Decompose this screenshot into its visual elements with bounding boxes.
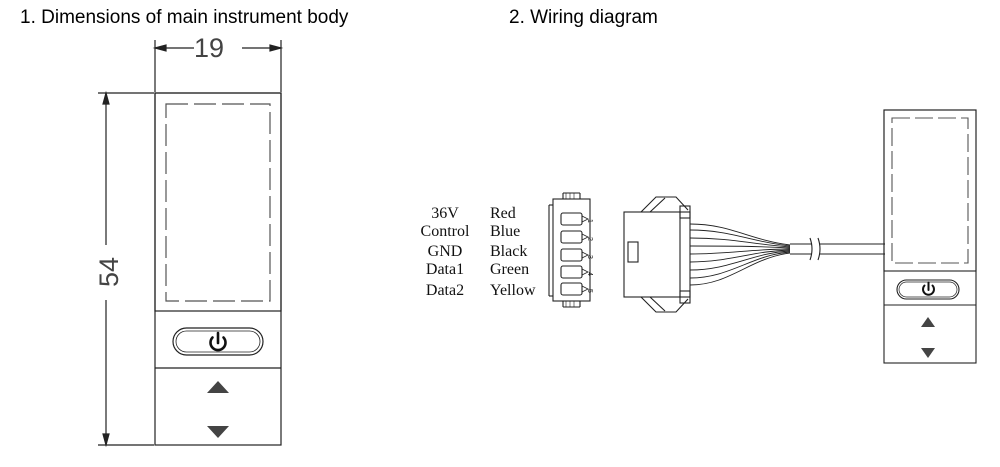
pin-number: 2 (586, 237, 593, 241)
wire-color-label: Red (490, 205, 516, 222)
signal-labels: 36V Control GND Data1 Data2 (421, 205, 470, 299)
instrument-body-front-view (154, 92, 282, 446)
wiring-heading: 2. Wiring diagram (509, 7, 658, 28)
dimensions-heading: 1. Dimensions of main instrument body (20, 7, 349, 28)
height-dimension-label: 54 (94, 257, 124, 287)
signal-label: Data1 (426, 261, 464, 278)
connector-plug (623, 196, 691, 313)
signal-label: GND (428, 243, 463, 260)
pin-numbers: 1 2 3 4 5 (586, 219, 593, 293)
power-button-outline (172, 327, 264, 356)
height-dimension (98, 90, 154, 448)
wire-color-label: Black (490, 243, 527, 260)
down-arrow-icon (207, 426, 229, 438)
down-arrow-icon-small (921, 348, 935, 358)
up-arrow-icon-small (921, 317, 935, 327)
instrument-body-side-view (883, 109, 977, 364)
signal-label: 36V (431, 205, 459, 222)
wire-color-label: Blue (490, 223, 520, 240)
cable (790, 237, 885, 261)
power-icon-small (922, 281, 935, 296)
wire-bundle (689, 223, 791, 286)
power-icon (209, 331, 227, 352)
signal-label: Control (421, 223, 470, 240)
connector-socket (548, 192, 591, 308)
wire-color-labels: Red Blue Black Green Yellow (490, 205, 536, 299)
pin-number: 4 (586, 272, 593, 276)
width-dimension (152, 40, 284, 92)
width-dimension-label: 19 (194, 33, 224, 63)
wire-color-label: Green (490, 261, 529, 278)
up-arrow-icon (207, 381, 229, 393)
signal-label: Data2 (426, 282, 464, 299)
pin-number: 1 (586, 219, 593, 223)
pin-number: 5 (586, 289, 593, 293)
wire-color-label: Yellow (490, 282, 536, 299)
pin-number: 3 (586, 255, 593, 259)
